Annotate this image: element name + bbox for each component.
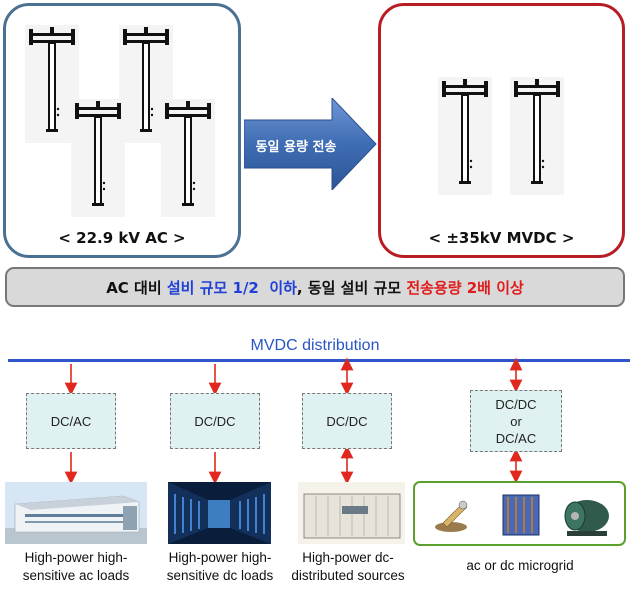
mvdc-caption: < ±35kV MVDC > xyxy=(428,229,575,247)
banner-text-3: , 동일 설비 규모 xyxy=(296,278,407,297)
banner-text-1: AC 대비 xyxy=(106,278,167,297)
utility-pole-icon xyxy=(71,99,125,217)
load-label-ac: High-power high- sensitive ac loads xyxy=(0,549,152,585)
banner-text-2: 설비 규모 1/2 이하 xyxy=(166,278,297,297)
load-label-microgrid: ac or dc microgrid xyxy=(440,557,600,575)
converter-2-label: DC/DC xyxy=(194,413,236,429)
wind-turbine-icon xyxy=(435,500,468,532)
load-label-ac-line-1: High-power high- xyxy=(24,550,128,565)
converter-4-line-1: DC/DC xyxy=(495,396,537,412)
load-label-sources-line-1: High-power dc- xyxy=(302,550,394,565)
load-label-sources: High-power dc- distributed sources xyxy=(280,549,416,585)
load-label-ac-line-2: sensitive ac loads xyxy=(22,568,130,583)
converter-dc-dc-or-dc-ac: DC/DC or DC/AC xyxy=(470,390,562,452)
factory-building-image xyxy=(5,482,147,544)
ac-caption: < 22.9 kV AC > xyxy=(58,229,186,247)
comparison-banner: AC 대비 설비 규모 1/2 이하, 동일 설비 규모 전송용량 2배 이상 xyxy=(5,267,625,307)
distribution-title: MVDC distribution xyxy=(250,337,380,354)
utility-pole-icon xyxy=(119,25,173,143)
mvdc-poles xyxy=(438,77,564,195)
converter-1-label: DC/AC xyxy=(50,413,92,429)
banner-text-4: 전송용량 2배 이상 xyxy=(406,278,524,297)
converter-3-label: DC/DC xyxy=(326,413,368,429)
load-label-microgrid-line-1: ac or dc microgrid xyxy=(466,558,574,573)
load-label-dc-line-1: High-power high- xyxy=(168,550,272,565)
load-label-dc: High-power high- sensitive dc loads xyxy=(150,549,290,585)
utility-pole-icon xyxy=(161,99,215,217)
load-label-sources-line-2: distributed sources xyxy=(291,568,405,583)
container-generator-image xyxy=(298,482,405,544)
mvdc-panel xyxy=(378,3,625,258)
converter-4-line-3: DC/AC xyxy=(495,430,537,446)
converter-dc-ac: DC/AC xyxy=(26,393,116,449)
server-room-image xyxy=(168,482,271,544)
converter-dc-dc-2: DC/DC xyxy=(302,393,392,449)
converter-dc-dc-1: DC/DC xyxy=(170,393,260,449)
converter-4-line-2: or xyxy=(510,413,522,429)
transfer-arrow xyxy=(244,98,377,190)
utility-pole-icon xyxy=(438,77,492,195)
utility-pole-icon xyxy=(510,77,564,195)
ac-poles xyxy=(25,25,215,217)
microgrid-equipment-image xyxy=(435,494,609,536)
utility-pole-icon xyxy=(25,25,79,143)
transfer-arrow-label: 동일 용량 전송 xyxy=(255,140,337,155)
load-label-dc-line-2: sensitive dc loads xyxy=(166,568,274,583)
battery-stack-icon xyxy=(502,494,540,536)
electric-motor-icon xyxy=(564,500,609,536)
mvdc-bus-line xyxy=(8,359,630,362)
